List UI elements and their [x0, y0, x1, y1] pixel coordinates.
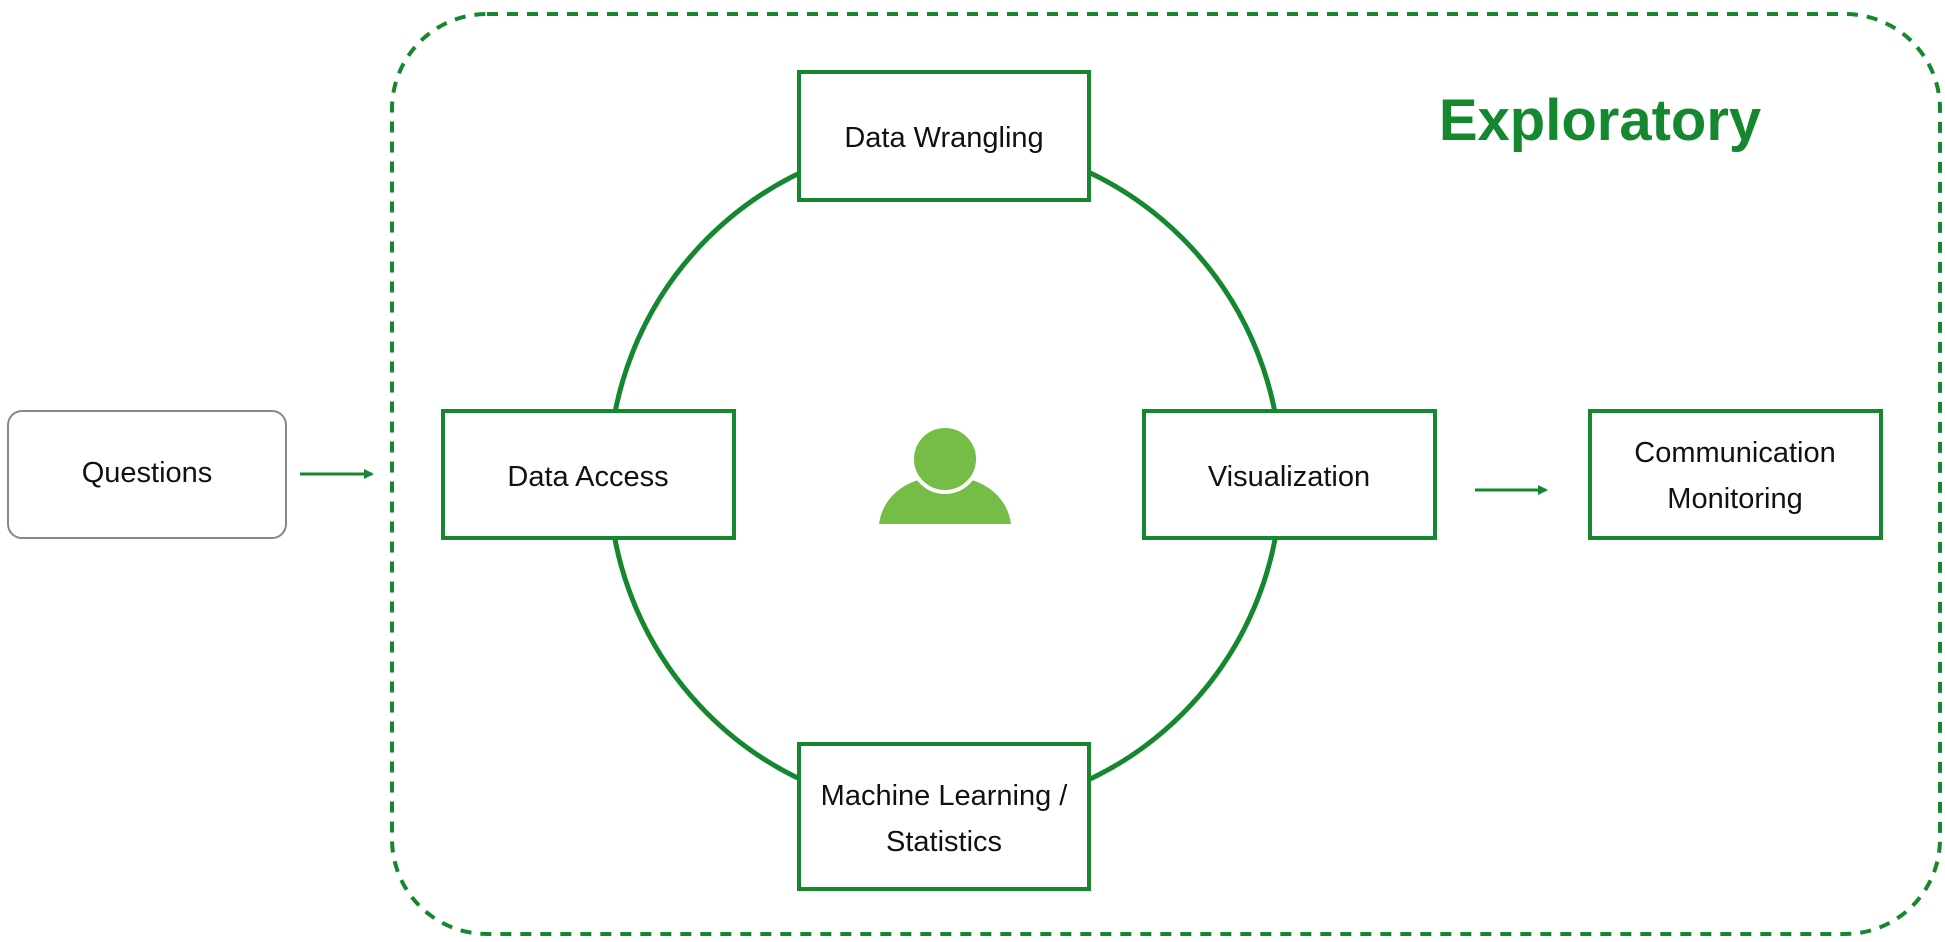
machine-learning-label: Machine Learning /	[821, 780, 1069, 812]
statistics-label: Statistics	[886, 826, 1002, 858]
data-access-node[interactable]: Data Access	[441, 409, 736, 540]
communication-monitoring-node[interactable]: Communication Monitoring	[1588, 409, 1883, 540]
questions-node[interactable]: Questions	[7, 410, 287, 539]
exploratory-title: Exploratory	[1439, 88, 1761, 153]
questions-label: Questions	[82, 457, 213, 489]
data-wrangling-label: Data Wrangling	[844, 122, 1043, 154]
data-access-label: Data Access	[507, 461, 668, 493]
visualization-node[interactable]: Visualization	[1142, 409, 1437, 540]
visualization-label: Visualization	[1208, 461, 1370, 493]
person-icon	[879, 424, 1011, 524]
exploratory-region	[390, 12, 1942, 936]
monitoring-label: Monitoring	[1667, 483, 1802, 515]
communication-label: Communication	[1634, 437, 1835, 469]
machine-learning-node[interactable]: Machine Learning / Statistics	[797, 742, 1091, 891]
data-wrangling-node[interactable]: Data Wrangling	[797, 70, 1091, 202]
